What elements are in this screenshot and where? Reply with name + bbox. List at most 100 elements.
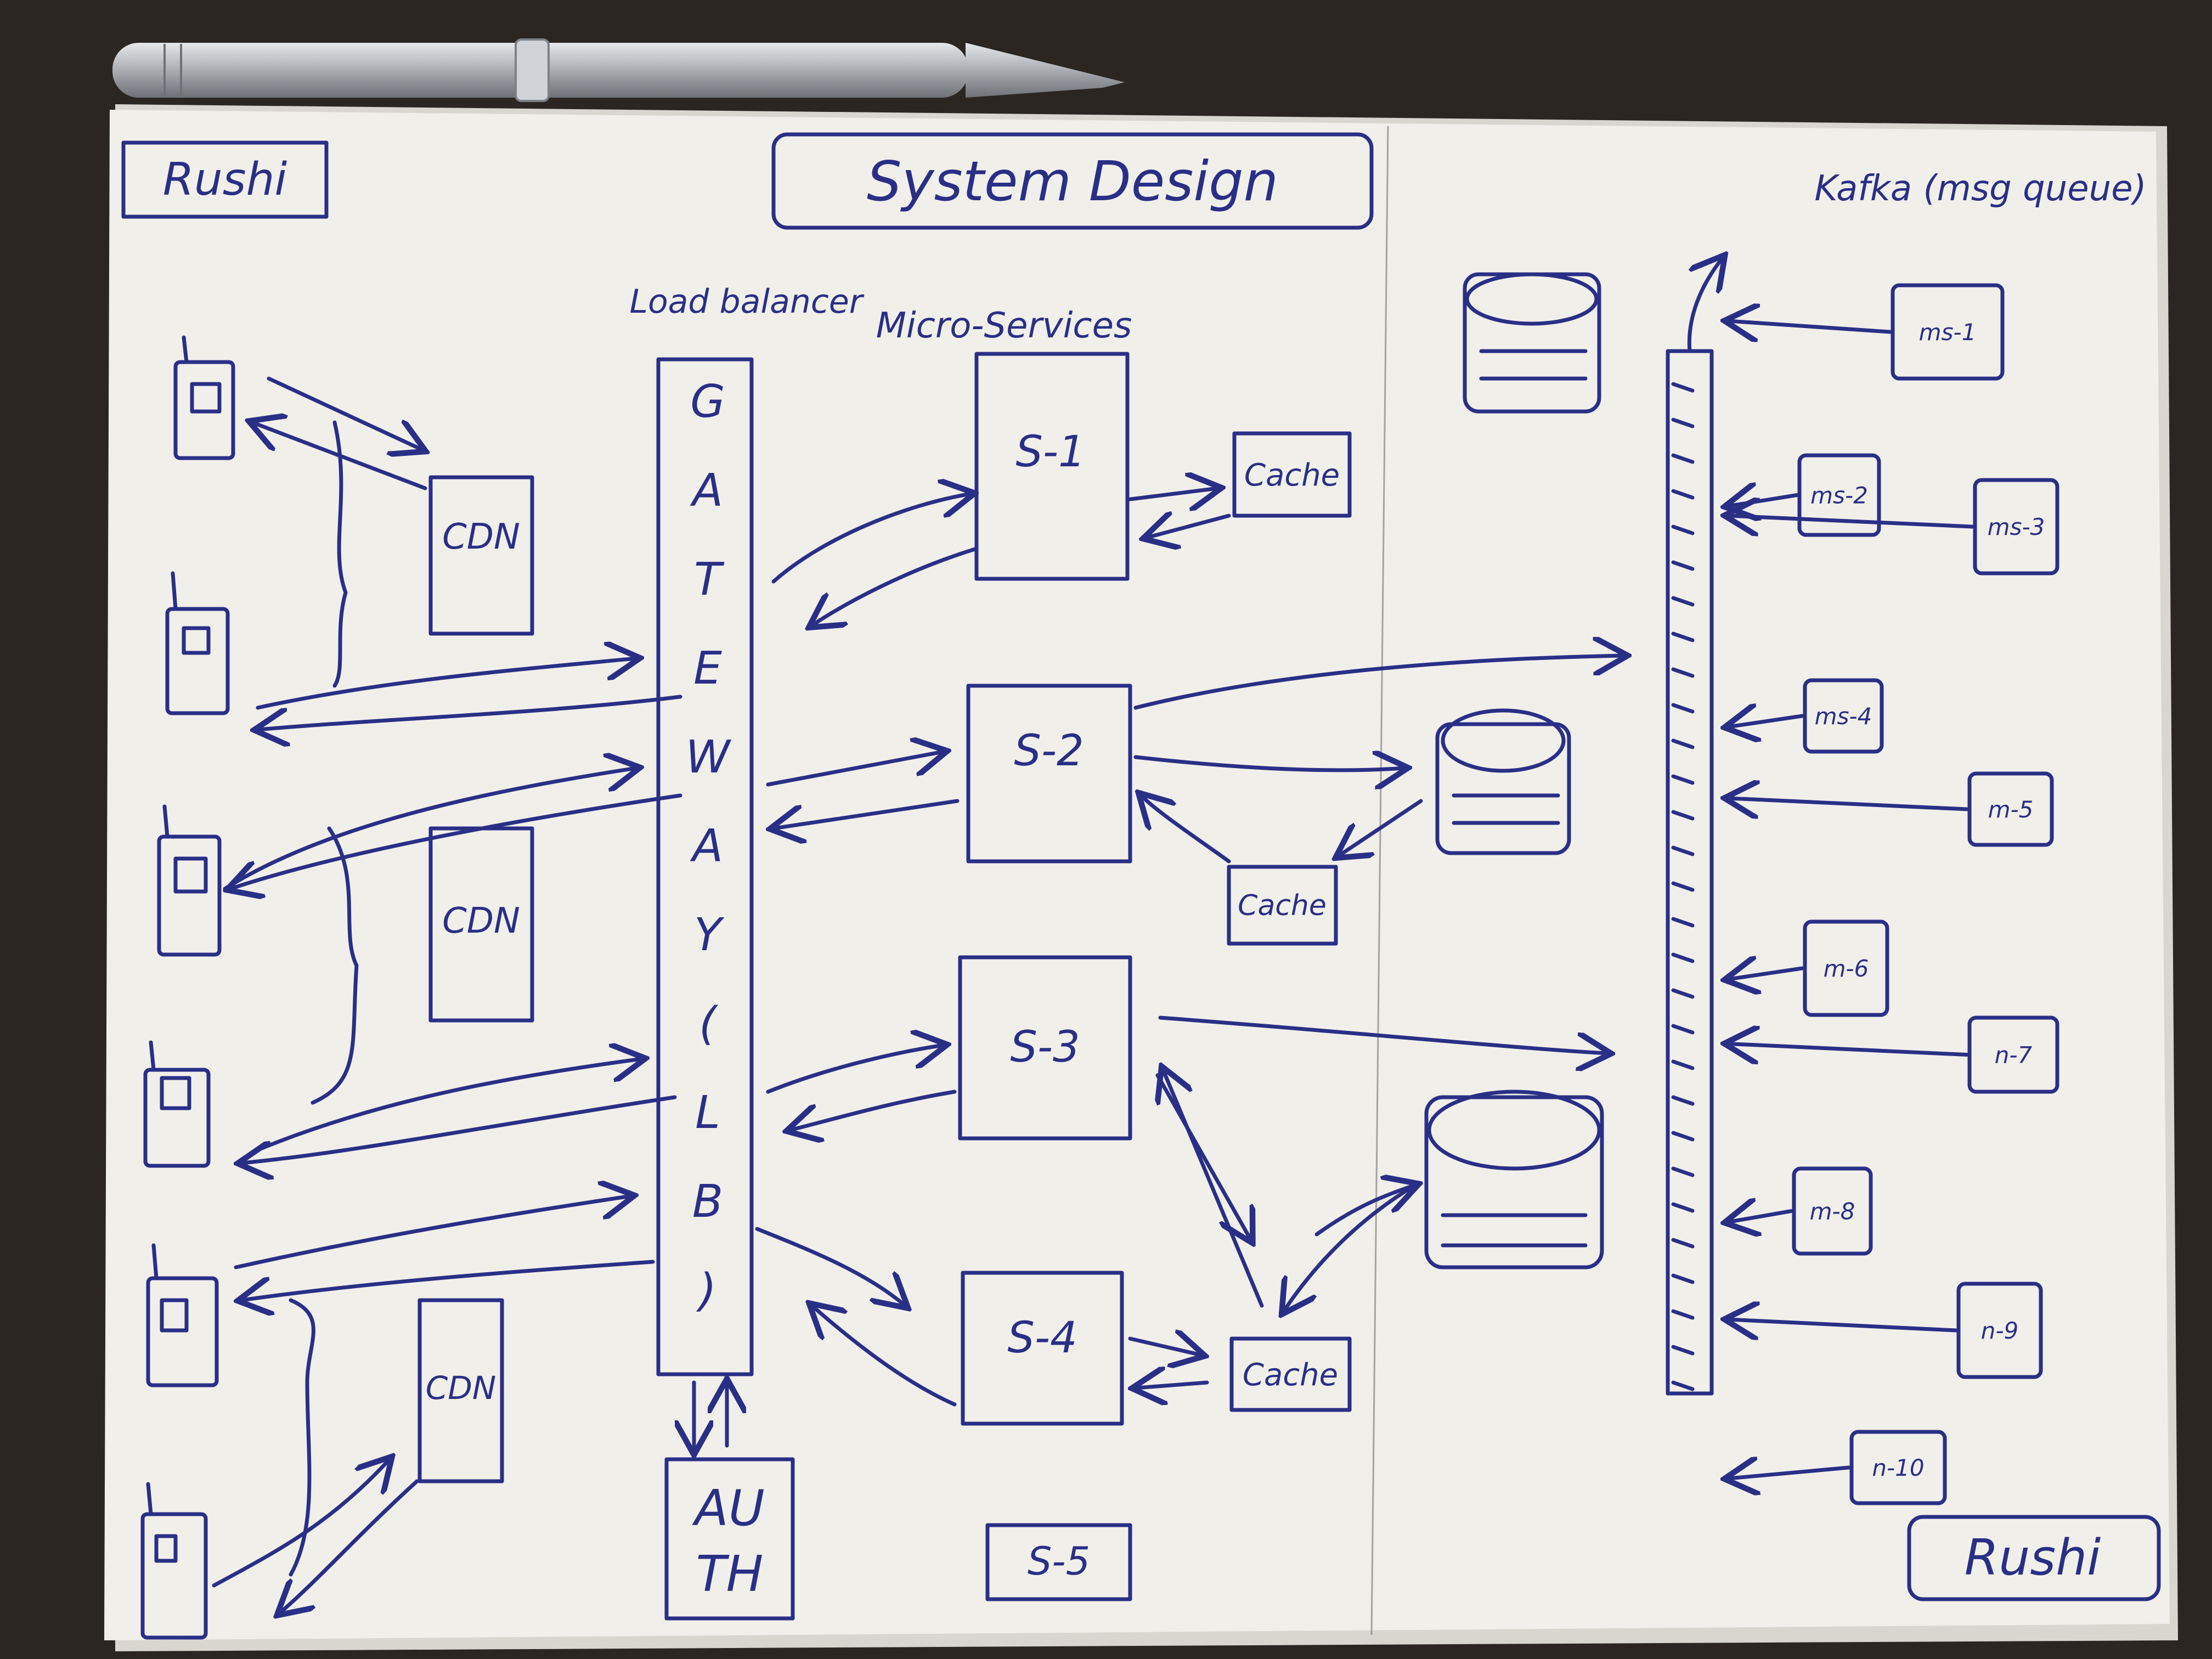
consumer-arrow (1728, 968, 1804, 979)
consumer-label: ms-3 (1988, 514, 2045, 540)
page-fold-line (1370, 126, 1389, 1635)
consumer-box: m-6 (1728, 919, 1889, 1017)
service-label: S-4 (1007, 1313, 1077, 1363)
consumer-box: n-7 (1728, 1015, 2059, 1094)
queue-tick (1671, 1309, 1695, 1320)
gateway-letter: ) (696, 1265, 716, 1317)
cache-label: Cache (1244, 458, 1340, 493)
gateway-letter: T (694, 554, 725, 606)
pen (112, 38, 1125, 102)
cdn-label: CDN (442, 901, 520, 941)
queue-tick (1671, 1059, 1695, 1070)
queue-tick (1671, 703, 1695, 714)
author-label: Rushi (163, 154, 287, 206)
queue-ticks (1671, 382, 1695, 1391)
auth-box: AU TH (664, 1383, 795, 1621)
gateway-letter: A (690, 465, 723, 517)
consumer-arrow (1728, 1211, 1793, 1222)
consumer-label: m-8 (1810, 1198, 1855, 1225)
cdn-brace (332, 420, 348, 688)
queue-tick (1671, 1166, 1695, 1177)
consumer-arrow (1728, 1044, 1969, 1055)
database-icon (1463, 272, 1601, 414)
queue-tick (1671, 1380, 1695, 1391)
queue-tick (1671, 845, 1695, 856)
service-box: S-4 (961, 1271, 1124, 1426)
auth-label-line1: AU (692, 1480, 764, 1537)
queue-tick (1671, 1095, 1695, 1106)
queue-tick (1671, 1345, 1695, 1356)
consumer-label: ms-2 (1810, 482, 1868, 509)
consumer-arrow (1728, 798, 1969, 809)
cache-box: Cache (1227, 865, 1338, 946)
queue-tick (1671, 524, 1695, 535)
consumer-arrow (1728, 321, 1892, 332)
queue-tick (1671, 738, 1695, 749)
queue-tick (1671, 1202, 1695, 1213)
consumer-box: ms-1 (1728, 283, 2005, 381)
queue-tick (1671, 774, 1695, 785)
kafka-label: Kafka (msg queue) (1814, 168, 2146, 209)
gateway-letter: A (690, 820, 723, 872)
queue-tick (1671, 1238, 1695, 1249)
consumer-box: m-5 (1728, 771, 2054, 847)
queue-tick (1671, 453, 1695, 464)
service-box: S-1 (974, 352, 1130, 581)
consumer-label: ms-1 (1919, 319, 1977, 346)
phone-icon (157, 804, 222, 957)
cache-label: Cache (1243, 1357, 1338, 1393)
consumer-label: n-10 (1872, 1454, 1924, 1481)
queue-tick (1671, 881, 1695, 892)
service-label: S-3 (1010, 1023, 1080, 1072)
database-icon (1435, 708, 1571, 855)
queue-consumers: ms-1 ms-2 ms-3 ms-4 m-5 m-6 n-7 m-8 n-9 n-10 (1728, 283, 2059, 1505)
queue-tick (1671, 382, 1695, 393)
consumer-label: n-7 (1995, 1042, 2033, 1069)
queue-tick (1671, 489, 1695, 500)
gateway-letter: Y (694, 909, 725, 961)
gateway-letter: L (695, 1087, 720, 1139)
cache-label: Cache (1238, 889, 1327, 922)
author-box-bottom: Rushi (1907, 1515, 2161, 1601)
consumer-label: m-5 (1988, 796, 2034, 823)
cdn-label: CDN (426, 1369, 496, 1407)
client-phones (140, 335, 235, 1640)
consumer-label: n-9 (1981, 1317, 2019, 1344)
auth-label-line2: TH (696, 1545, 764, 1603)
queue-tick (1671, 917, 1695, 928)
consumer-box: ms-4 (1728, 678, 1884, 754)
database-icon (1424, 1090, 1604, 1269)
gateway-letter: ( (699, 998, 718, 1050)
queue-tick (1671, 1024, 1695, 1035)
cdn-label: CDN (442, 517, 520, 557)
gateway-letter: G (690, 376, 725, 428)
title-box: System Design (771, 132, 1374, 230)
consumer-box: m-8 (1728, 1166, 1873, 1256)
kafka-queue (1666, 258, 1723, 1396)
consumer-box: n-10 (1728, 1430, 1947, 1505)
consumer-label: m-6 (1824, 955, 1869, 982)
queue-tick (1671, 1273, 1695, 1284)
consumer-box: n-9 (1728, 1282, 2043, 1379)
micro-services-label: Micro-Services (876, 306, 1132, 346)
queue-tick (1671, 1131, 1695, 1142)
consumer-label: ms-4 (1815, 703, 1872, 730)
load-balancer-label: Load balancer (630, 283, 865, 321)
service-label: S-5 (1028, 1539, 1090, 1584)
cdn-box: CDN (428, 475, 534, 636)
gateway-letter: W (685, 731, 731, 783)
queue-tick (1671, 988, 1695, 999)
cache-box: Cache (1232, 431, 1352, 518)
phone-icon (146, 1243, 219, 1387)
cdn-brace (311, 826, 359, 1105)
queue-tick (1671, 631, 1695, 642)
consumer-arrow (1728, 1468, 1851, 1479)
queue-tick (1671, 417, 1695, 428)
cdn-brace (289, 1298, 315, 1577)
service-label: S-1 (1015, 427, 1085, 477)
queue-tick (1671, 810, 1695, 821)
paper-sheet (104, 104, 2178, 1651)
